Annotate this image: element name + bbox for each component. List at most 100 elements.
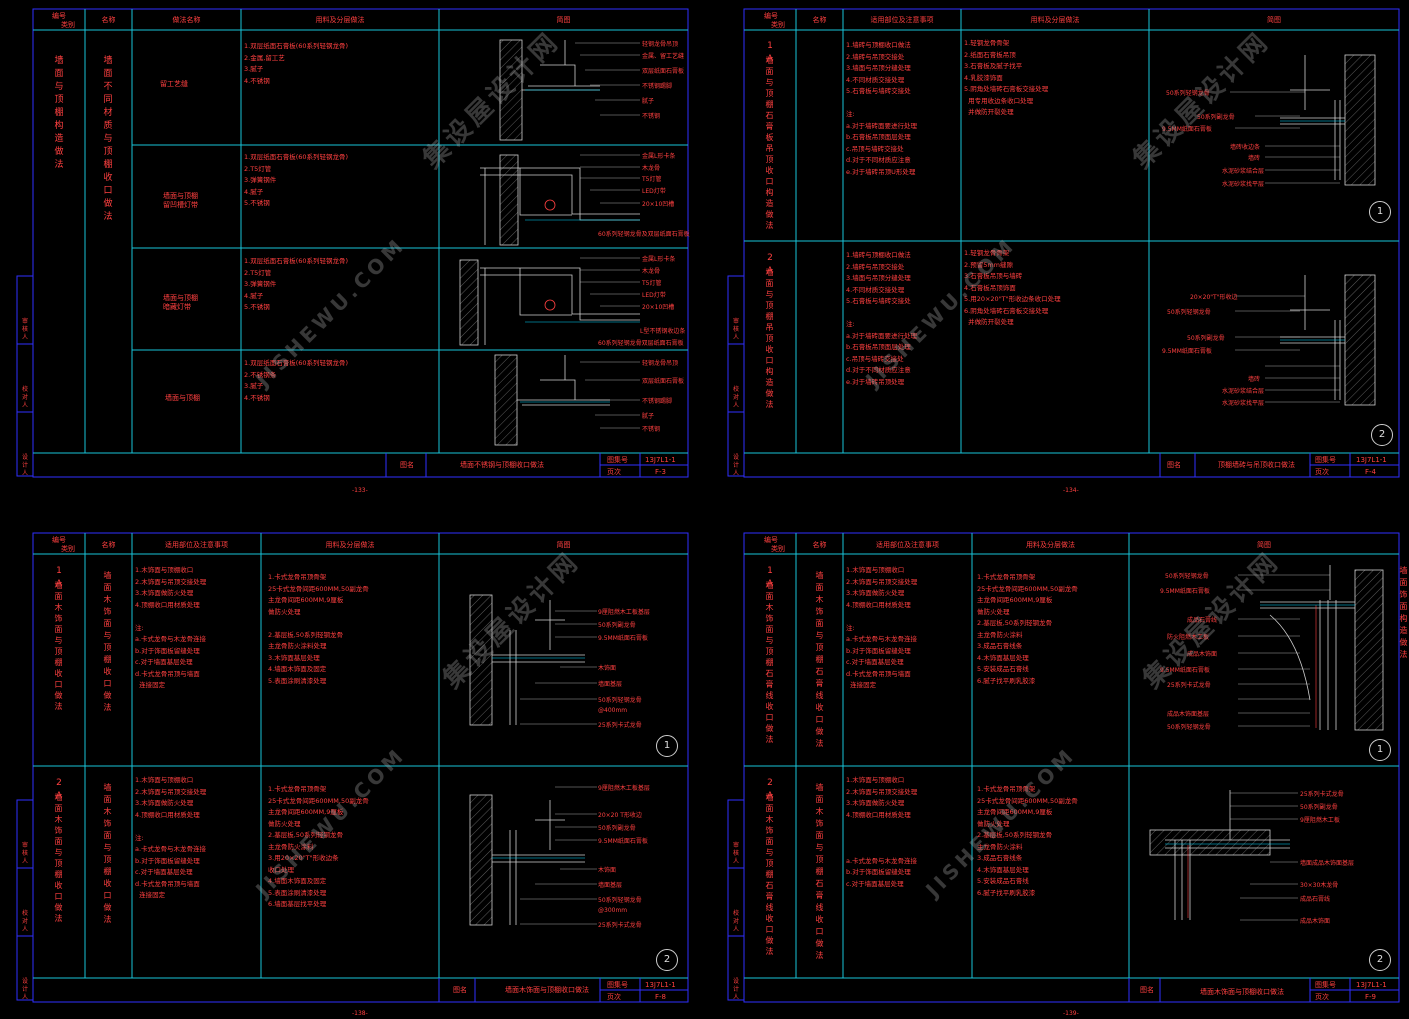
callout-label: 25系列卡式龙骨 (598, 922, 642, 929)
row-name: 墙面木饰面与顶棚收口做法 (54, 793, 63, 923)
callout-label: 墙面基层 (598, 882, 623, 889)
header-figure: 简图 (1257, 541, 1271, 549)
row-id: 1A (766, 41, 774, 64)
header-materials: 用料及分层做法 (1026, 541, 1075, 549)
header-name: 名称 (812, 541, 827, 549)
row-materials: 1.轻钢龙骨骨架 2.预留5mm缝隙 3.石膏板吊顶与墙砖 4.石膏板吊顶饰面 … (964, 249, 1061, 326)
row-notes: 1.双层纸面石膏板(60系列轻钢龙骨) 2.T5灯管 3.弹簧钢件 4.腻子 5… (244, 257, 349, 311)
callout-label: 50系列副龙骨 (1187, 335, 1225, 342)
page-number: -133- (352, 487, 368, 494)
callout-label: 60系列轻钢龙骨及双层纸面石膏板 (598, 231, 690, 238)
row-materials: 1.卡式龙骨吊顶骨架 25卡式龙骨间距600MM,50副龙骨 主龙骨间距600M… (268, 573, 369, 685)
row-name: 墙面木饰面与顶棚收口做法 (54, 581, 63, 711)
callout-label: 30×30木龙骨 (1300, 882, 1339, 889)
row-materials: 1.卡式龙骨吊顶骨架 25卡式龙骨间距600MM,50副龙骨 主龙骨间距600M… (977, 573, 1078, 685)
title-block-page-label: 页次 (1315, 993, 1329, 1001)
page-number: -139- (1063, 1010, 1079, 1017)
callout-label: 水泥砂浆找平层 (1222, 181, 1265, 188)
side-label: 设计人 (732, 978, 739, 1001)
detail-callout-circle: 2 (656, 949, 678, 971)
callout-label: 50系列副龙骨 (1197, 114, 1235, 121)
row-name-column: 墙面木饰面与顶棚收口做法 (103, 571, 112, 712)
row-notes: 1.木饰面与顶棚收口 2.木饰面与吊顶交接处理 3.木饰面做防火处理 4.顶棚收… (135, 776, 207, 899)
callout-label: 金属L形卡条 (642, 256, 676, 263)
callout-label: 水泥砂浆找平层 (1222, 400, 1265, 407)
title-block-atlas: 13J7L1-1 (645, 981, 676, 989)
callout-label: 双层纸面石膏板 (642, 378, 685, 385)
title-block-atlas: 13J7L1-1 (645, 456, 676, 464)
row-name: 墙面木饰面与顶棚石膏线收口做法 (765, 581, 774, 744)
header-cat: 类别 (61, 545, 75, 553)
callout-label: 20×10凹槽 (642, 201, 675, 208)
callout-label: 9.5MM纸面石膏板 (598, 838, 648, 845)
side-label: 设计人 (21, 454, 28, 477)
callout-label: 50系列轻钢龙骨 (598, 697, 642, 704)
callout-label: 金属L形卡条 (642, 153, 676, 160)
row-name-column: 墙面木饰面与顶棚收口做法 (103, 783, 112, 924)
row-title: 墙面与顶棚 (165, 394, 200, 402)
row-name-column: 墙面木饰面与顶棚石膏线收口做法 (815, 783, 824, 960)
callout-label: 成品木饰面 (1187, 651, 1218, 658)
callout-label: 20×10凹槽 (642, 304, 675, 311)
header-method: 适用部位及注意事项 (876, 541, 939, 549)
callout-label: 不锈钢 (642, 113, 661, 120)
header-materials: 用料及分层做法 (1030, 16, 1080, 24)
header-cat: 类别 (771, 21, 785, 29)
callout-label: 轻钢龙骨吊顶 (642, 41, 679, 48)
header-materials: 用料及分层做法 (315, 16, 365, 24)
detail-callout-circle: 2 (1371, 424, 1393, 446)
callout-label: 墙面基层 (598, 681, 623, 688)
header-figure: 简图 (1267, 16, 1281, 24)
side-label: 校对人 (21, 386, 28, 409)
title-block-page-label: 页次 (1315, 468, 1329, 476)
title-block-figname-label: 图名 (453, 986, 467, 994)
header-method: 做法名称 (172, 16, 201, 24)
row-notes: 1.墙砖与顶棚收口做法 2.墙砖与吊顶交接处 3.墙面与吊顶分缝处理 4.不同材… (846, 41, 918, 176)
header-materials: 用料及分层做法 (325, 541, 375, 549)
row-id: 2A (766, 253, 774, 276)
title-block-figname: 顶棚墙砖与吊顶收口做法 (1218, 461, 1295, 469)
title-block-atlas-label: 图集号 (1315, 981, 1336, 989)
callout-label: 成品石膏线 (1300, 896, 1331, 903)
row-notes: 1.双层纸面石膏板(60系列轻钢龙骨) 2.金属,留工艺 3.腻子 4.不锈钢 (244, 42, 349, 85)
callout-label: 50系列轻钢龙骨 (1167, 309, 1211, 316)
header-num: 编号 (764, 536, 778, 544)
title-block-atlas-label: 图集号 (607, 981, 628, 989)
detail-callout-circle: 1 (1369, 201, 1391, 223)
callout-label: 轻钢龙骨吊顶 (642, 360, 679, 367)
callout-label: 墙砖 (1248, 155, 1261, 162)
row-materials: 1.卡式龙骨吊顶骨架 25卡式龙骨间距600MM,50副龙骨 主龙骨间距600M… (268, 785, 369, 908)
callout-label: 50系列副龙骨 (1300, 804, 1338, 811)
header-cat: 类别 (61, 21, 75, 29)
header-name: 名称 (101, 16, 116, 24)
callout-label: 9.5MM纸面石膏板 (1162, 348, 1212, 355)
callout-label: 不锈钢 (642, 426, 661, 433)
header-figure: 简图 (556, 541, 571, 549)
sheet-138: 编号 类别 名称 适用部位及注意事项 用料及分层做法 简图 1A 墙面木饰面与顶… (0, 0, 700, 1019)
callout-label: 50系列副龙骨 (598, 825, 636, 832)
page-number: -138- (352, 1010, 368, 1017)
title-block-figname-label: 图名 (1140, 986, 1154, 994)
header-method: 适用部位及注意事项 (870, 16, 934, 24)
callout-label: 腻子 (642, 98, 655, 105)
callout-label: 成品石膏线 (1187, 617, 1218, 624)
title-block-page-label: 页次 (607, 468, 621, 476)
row-notes: 1.木饰面与顶棚收口 2.木饰面与吊顶交接处理 3.木饰面做防火处理 4.顶棚收… (135, 566, 207, 689)
row-id: 2A (55, 778, 63, 801)
row-title: 留工艺缝 (160, 80, 188, 88)
row-id: 2A (766, 778, 774, 801)
callout-label: T5灯管 (642, 280, 662, 287)
vertical-name: 墙面不同材质与顶棚收口做法 (103, 56, 113, 222)
side-label: 校对人 (732, 910, 739, 933)
side-label: 设计人 (21, 978, 28, 1001)
callout-label: 50系列副龙骨 (598, 622, 636, 629)
header-method: 适用部位及注意事项 (165, 541, 228, 549)
page-number: -134- (1063, 487, 1079, 494)
callout-label: 9.5MM纸面石膏板 (1160, 667, 1210, 674)
callout-label: LED灯带 (642, 292, 666, 299)
row-notes: 1.木饰面与顶棚收口 2.木饰面与吊顶交接处理 3.木饰面做防火处理 4.顶棚收… (846, 566, 918, 689)
callout-label: 20×20 T形收边 (598, 812, 642, 819)
callout-label: 9厘阻燃木工板基层 (598, 609, 650, 616)
callout-label: 不锈钢踢脚 (642, 398, 673, 405)
